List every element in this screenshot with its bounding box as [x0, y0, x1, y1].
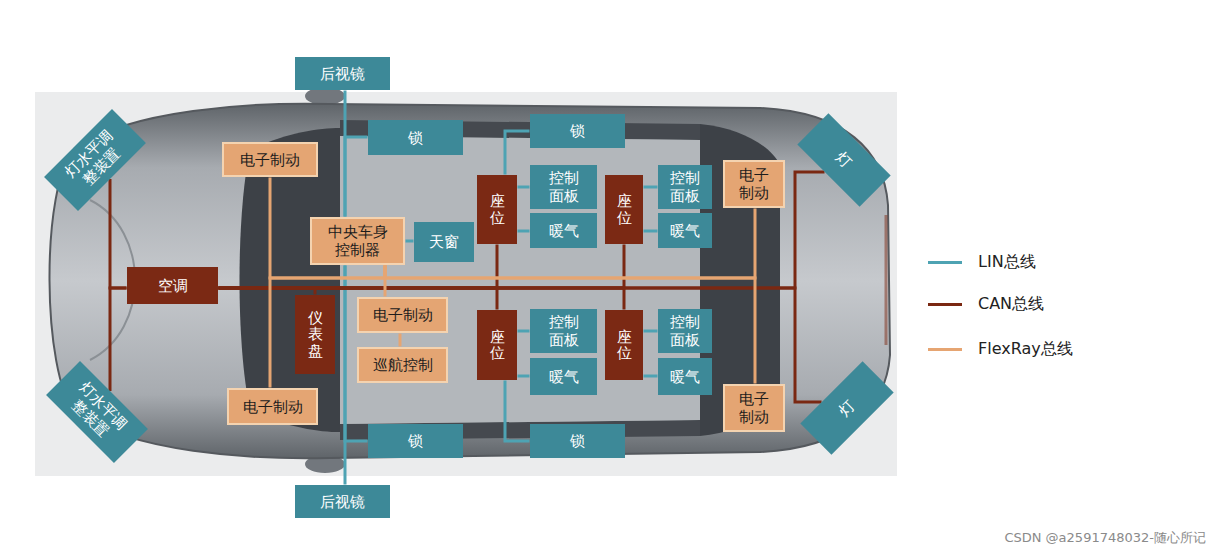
- node-label: 仪表盘: [308, 310, 323, 360]
- node-label: 灯水平调整装置: [63, 378, 132, 447]
- flexray-device-box: 电子制动: [723, 384, 785, 432]
- node-label: 灯: [832, 148, 855, 171]
- bus-line: [505, 381, 530, 442]
- legend-line-sample: [928, 261, 962, 264]
- node-label: 电子制动: [243, 398, 303, 416]
- node-label: 电子制动: [373, 306, 433, 324]
- legend-line-sample: [928, 303, 962, 306]
- bus-line: [384, 266, 387, 297]
- node-label: 控制面板: [669, 313, 701, 349]
- lin-device-box: 暖气: [658, 213, 712, 248]
- legend-label: CAN总线: [978, 294, 1044, 315]
- bus-line: [518, 230, 530, 233]
- lin-device-box: 灯水平调整装置: [46, 361, 148, 463]
- node-label: 座位: [490, 193, 505, 226]
- node-label: 电子制动: [738, 166, 770, 202]
- node-label: 后视镜: [320, 493, 365, 511]
- bus-line: [345, 137, 368, 217]
- legend-row: LIN总线: [928, 251, 1036, 273]
- node-label: 座位: [490, 329, 505, 362]
- bus-line: [385, 209, 755, 279]
- bus-line: [644, 186, 658, 189]
- bus-line: [110, 288, 127, 391]
- lin-device-box: 暖气: [530, 213, 597, 248]
- flexray-device-box: 电子制动: [723, 160, 785, 208]
- legend-label: LIN总线: [978, 252, 1036, 273]
- node-label: 中央车身控制器: [327, 223, 389, 259]
- watermark: CSDN @a2591748032-随心所记: [1004, 529, 1206, 547]
- node-label: 空调: [158, 277, 188, 295]
- flexray-device-box: 电子制动: [222, 142, 318, 177]
- bus-line: [505, 131, 530, 175]
- bus-line: [399, 334, 402, 347]
- lin-device-box: 锁: [368, 424, 463, 458]
- can-device-box: 座位: [605, 310, 643, 380]
- lin-device-box: 后视镜: [295, 57, 390, 90]
- lin-device-box: 锁: [368, 120, 463, 155]
- bus-line: [644, 330, 658, 333]
- tail-light: [885, 215, 888, 345]
- bus-line: [518, 375, 530, 378]
- bus-line: [406, 240, 414, 243]
- bus-line: [110, 179, 127, 288]
- node-label: 控制面板: [548, 169, 580, 205]
- lin-device-box: 暖气: [530, 358, 597, 395]
- node-label: 暖气: [549, 222, 579, 240]
- lin-device-box: 暖气: [658, 358, 712, 395]
- node-label: 灯水平调整装置: [61, 126, 130, 195]
- lin-device-box: 控制面板: [530, 165, 597, 209]
- node-label: 电子制动: [240, 151, 300, 169]
- node-label: 锁: [408, 432, 423, 450]
- node-label: 锁: [570, 432, 585, 450]
- can-device-box: 座位: [605, 175, 643, 244]
- node-label: 暖气: [670, 368, 700, 386]
- bus-line: [644, 375, 658, 378]
- lin-device-box: 灯水平调整装置: [44, 109, 146, 211]
- can-device-box: 仪表盘: [295, 295, 335, 374]
- lin-device-box: 锁: [530, 114, 625, 148]
- can-device-box: 座位: [477, 310, 517, 380]
- lin-device-box: 控制面板: [658, 165, 712, 209]
- legend-row: FlexRay总线: [928, 338, 1073, 360]
- lin-device-box: 控制面板: [658, 309, 712, 353]
- node-label: 暖气: [549, 368, 579, 386]
- lin-device-box: 锁: [530, 424, 625, 458]
- roof: [340, 136, 700, 424]
- node-label: 锁: [408, 129, 423, 147]
- legend-line-sample: [928, 348, 962, 351]
- car-body: [49, 104, 890, 459]
- legend-label: FlexRay总线: [978, 339, 1073, 360]
- flexray-device-box: 电子制动: [227, 388, 318, 425]
- legend-row: CAN总线: [928, 293, 1044, 315]
- can-device-box: 空调: [127, 267, 218, 304]
- node-label: 灯: [835, 396, 858, 419]
- flexray-device-box: 电子制动: [357, 297, 448, 333]
- bus-line: [518, 186, 530, 189]
- node-label: 控制面板: [548, 313, 580, 349]
- flexray-device-box: 巡航控制: [357, 347, 448, 383]
- node-label: 巡航控制: [373, 356, 433, 374]
- lin-device-box: 控制面板: [530, 309, 597, 353]
- node-label: 天窗: [429, 233, 459, 251]
- lin-device-box: 灯: [797, 113, 890, 206]
- node-label: 暖气: [670, 222, 700, 240]
- can-device-box: 座位: [477, 175, 517, 244]
- node-label: 电子制动: [738, 390, 770, 426]
- node-label: 控制面板: [669, 169, 701, 205]
- node-label: 座位: [617, 193, 632, 226]
- lin-device-box: 后视镜: [295, 485, 390, 518]
- bus-line: [644, 230, 658, 233]
- bus-line: [518, 330, 530, 333]
- flexray-device-box: 中央车身控制器: [310, 217, 405, 265]
- lin-device-box: 天窗: [414, 222, 474, 262]
- photo-ground: [35, 92, 897, 476]
- lin-device-box: 灯: [800, 361, 893, 454]
- node-label: 后视镜: [320, 65, 365, 83]
- node-label: 座位: [617, 329, 632, 362]
- node-label: 锁: [570, 122, 585, 140]
